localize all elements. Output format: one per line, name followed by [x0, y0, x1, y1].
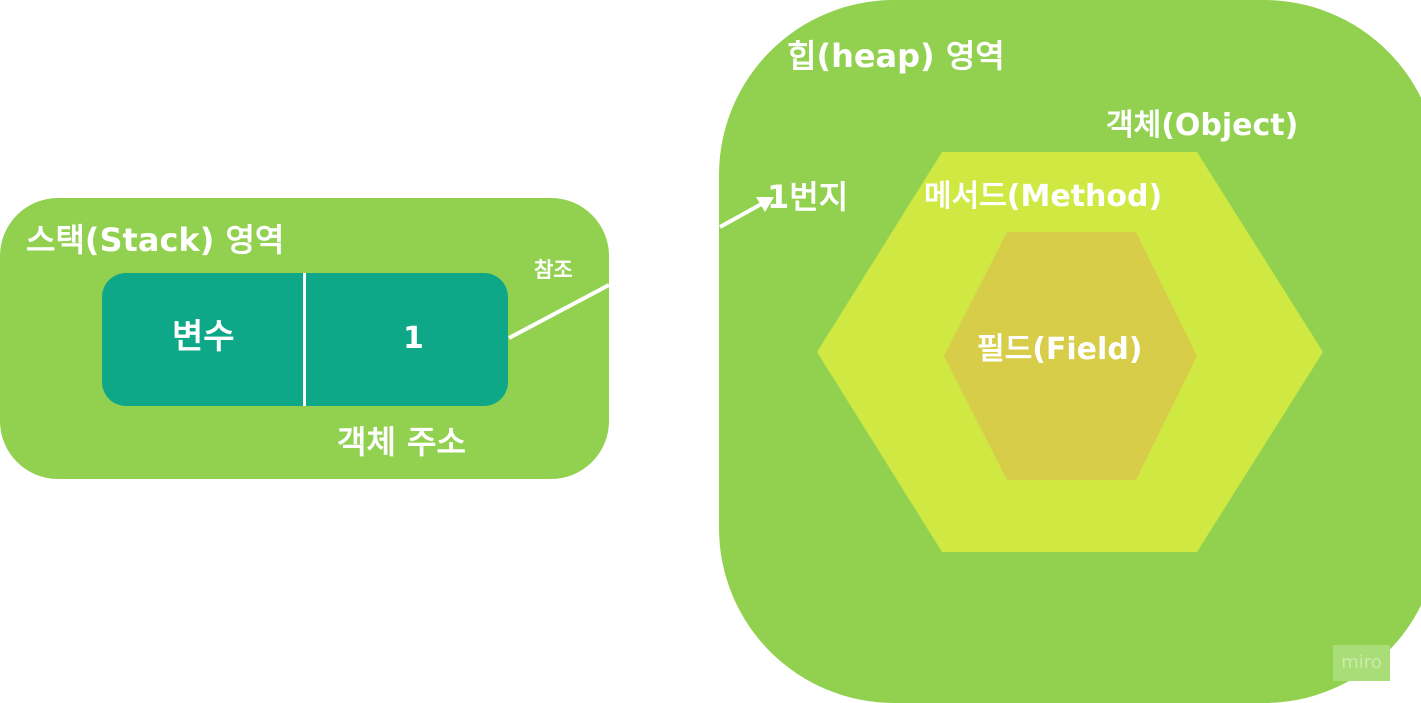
variable-divider — [303, 273, 306, 406]
field-hexagon — [944, 232, 1197, 480]
object-label: 객체(Object) — [1106, 108, 1299, 143]
object-address-label: 객체 주소 — [337, 423, 466, 461]
method-label: 메서드(Method) — [924, 179, 1163, 214]
variable-value: 1 — [403, 321, 424, 356]
reference-arrow-line — [719, 200, 766, 229]
heap-region-title: 힙(heap) 영역 — [787, 37, 1005, 75]
variable-name: 변수 — [172, 317, 235, 357]
reference-line — [508, 283, 610, 340]
reference-arrowhead — [756, 197, 774, 212]
reference-label: 참조 — [534, 258, 573, 282]
address-label: 1번지 — [767, 178, 849, 216]
stack-region-title: 스택(Stack) 영역 — [26, 221, 285, 259]
field-label: 필드(Field) — [977, 332, 1143, 367]
miro-watermark: miro — [1333, 645, 1390, 681]
